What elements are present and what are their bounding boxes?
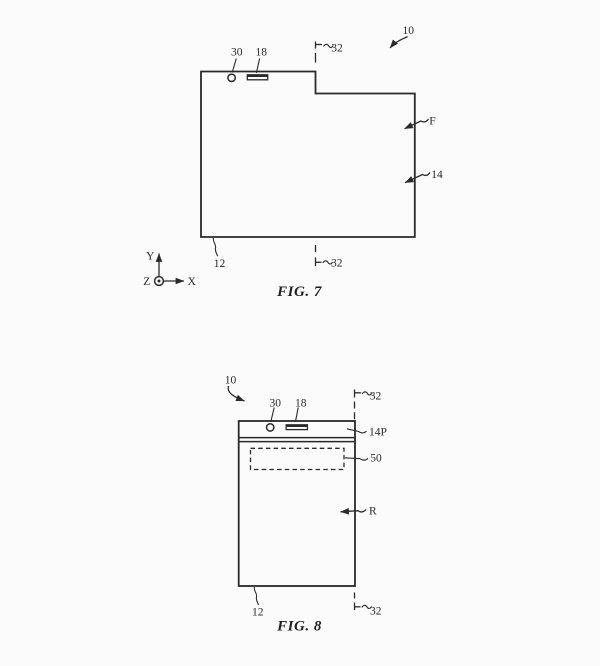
fig7-arrow-14: [404, 172, 431, 184]
fig7-section-top-squiggle: [323, 43, 334, 49]
fig7-arrow-F: [404, 118, 430, 130]
z-axis-circle-icon: [153, 275, 165, 287]
fig8-leader-30: [270, 407, 275, 422]
fig8-device-outline: [237, 420, 356, 587]
fig7-drawing: 30 18 32 10 F 14 12 32 Y Z X FIG. 7: [143, 25, 443, 300]
fig8-drawing: 10 30 18 32 14P 50 R 12 32 FIG. 8: [225, 375, 387, 635]
fig7-ref-10: 10: [403, 25, 415, 37]
fig7-ref-32-bottom: 32: [331, 258, 343, 270]
fig8-ref-30: 30: [269, 398, 281, 410]
fig7-axis-label-z: Z: [143, 276, 150, 288]
fig7-axis-label-x: X: [188, 276, 197, 288]
fig8-section-bottom-squiggle: [361, 604, 373, 610]
fig8-arrow-R: [340, 507, 367, 515]
fig7-camera-circle: [227, 73, 237, 83]
fig7-ref-F: F: [429, 116, 435, 128]
fig7-device-outline: [200, 70, 416, 238]
fig8-leader-14P: [346, 428, 367, 434]
fig8-ref-14P: 14P: [369, 426, 387, 438]
z-axis-dot-icon: [157, 279, 161, 283]
fig8-caption: FIG. 8: [276, 619, 322, 635]
fig8-leader-50: [344, 457, 369, 461]
fig8-ref-10: 10: [225, 375, 237, 387]
fig8-arrow-10: [227, 385, 245, 402]
fig7-axis-label-y: Y: [146, 251, 155, 263]
fig7-ref-12: 12: [214, 258, 226, 270]
fig7-ref-30: 30: [231, 47, 243, 59]
fig8-ref-18: 18: [295, 398, 307, 410]
fig8-ref-50: 50: [370, 453, 382, 465]
fig7-section-bottom-squiggle: [322, 260, 334, 265]
fig8-speaker-slot: [285, 424, 309, 431]
fig8-leader-12: [253, 586, 260, 606]
fig8-section-top-squiggle: [361, 391, 373, 396]
fig7-ref-14: 14: [431, 169, 443, 181]
fig7-leader-12: [212, 237, 219, 257]
fig8-hidden-component-rect: [249, 447, 345, 471]
fig7-leader-18: [255, 58, 261, 74]
fig7-arrow-10: [389, 35, 408, 49]
fig8-leader-18: [294, 407, 299, 423]
fig7-ref-32-top: 32: [331, 42, 343, 54]
fig8-ref-32-top: 32: [370, 390, 382, 402]
fig7-ref-18: 18: [256, 47, 268, 59]
fig7-axis-triad: [153, 253, 185, 287]
fig7-caption: FIG. 7: [276, 284, 322, 300]
fig7-leader-30: [231, 58, 237, 73]
fig8-ref-12: 12: [252, 606, 264, 618]
fig8-ref-R: R: [369, 506, 377, 518]
fig7-speaker-slot: [246, 74, 269, 81]
fig8-camera-circle: [265, 422, 275, 432]
fig8-ref-32-bottom: 32: [370, 605, 382, 617]
